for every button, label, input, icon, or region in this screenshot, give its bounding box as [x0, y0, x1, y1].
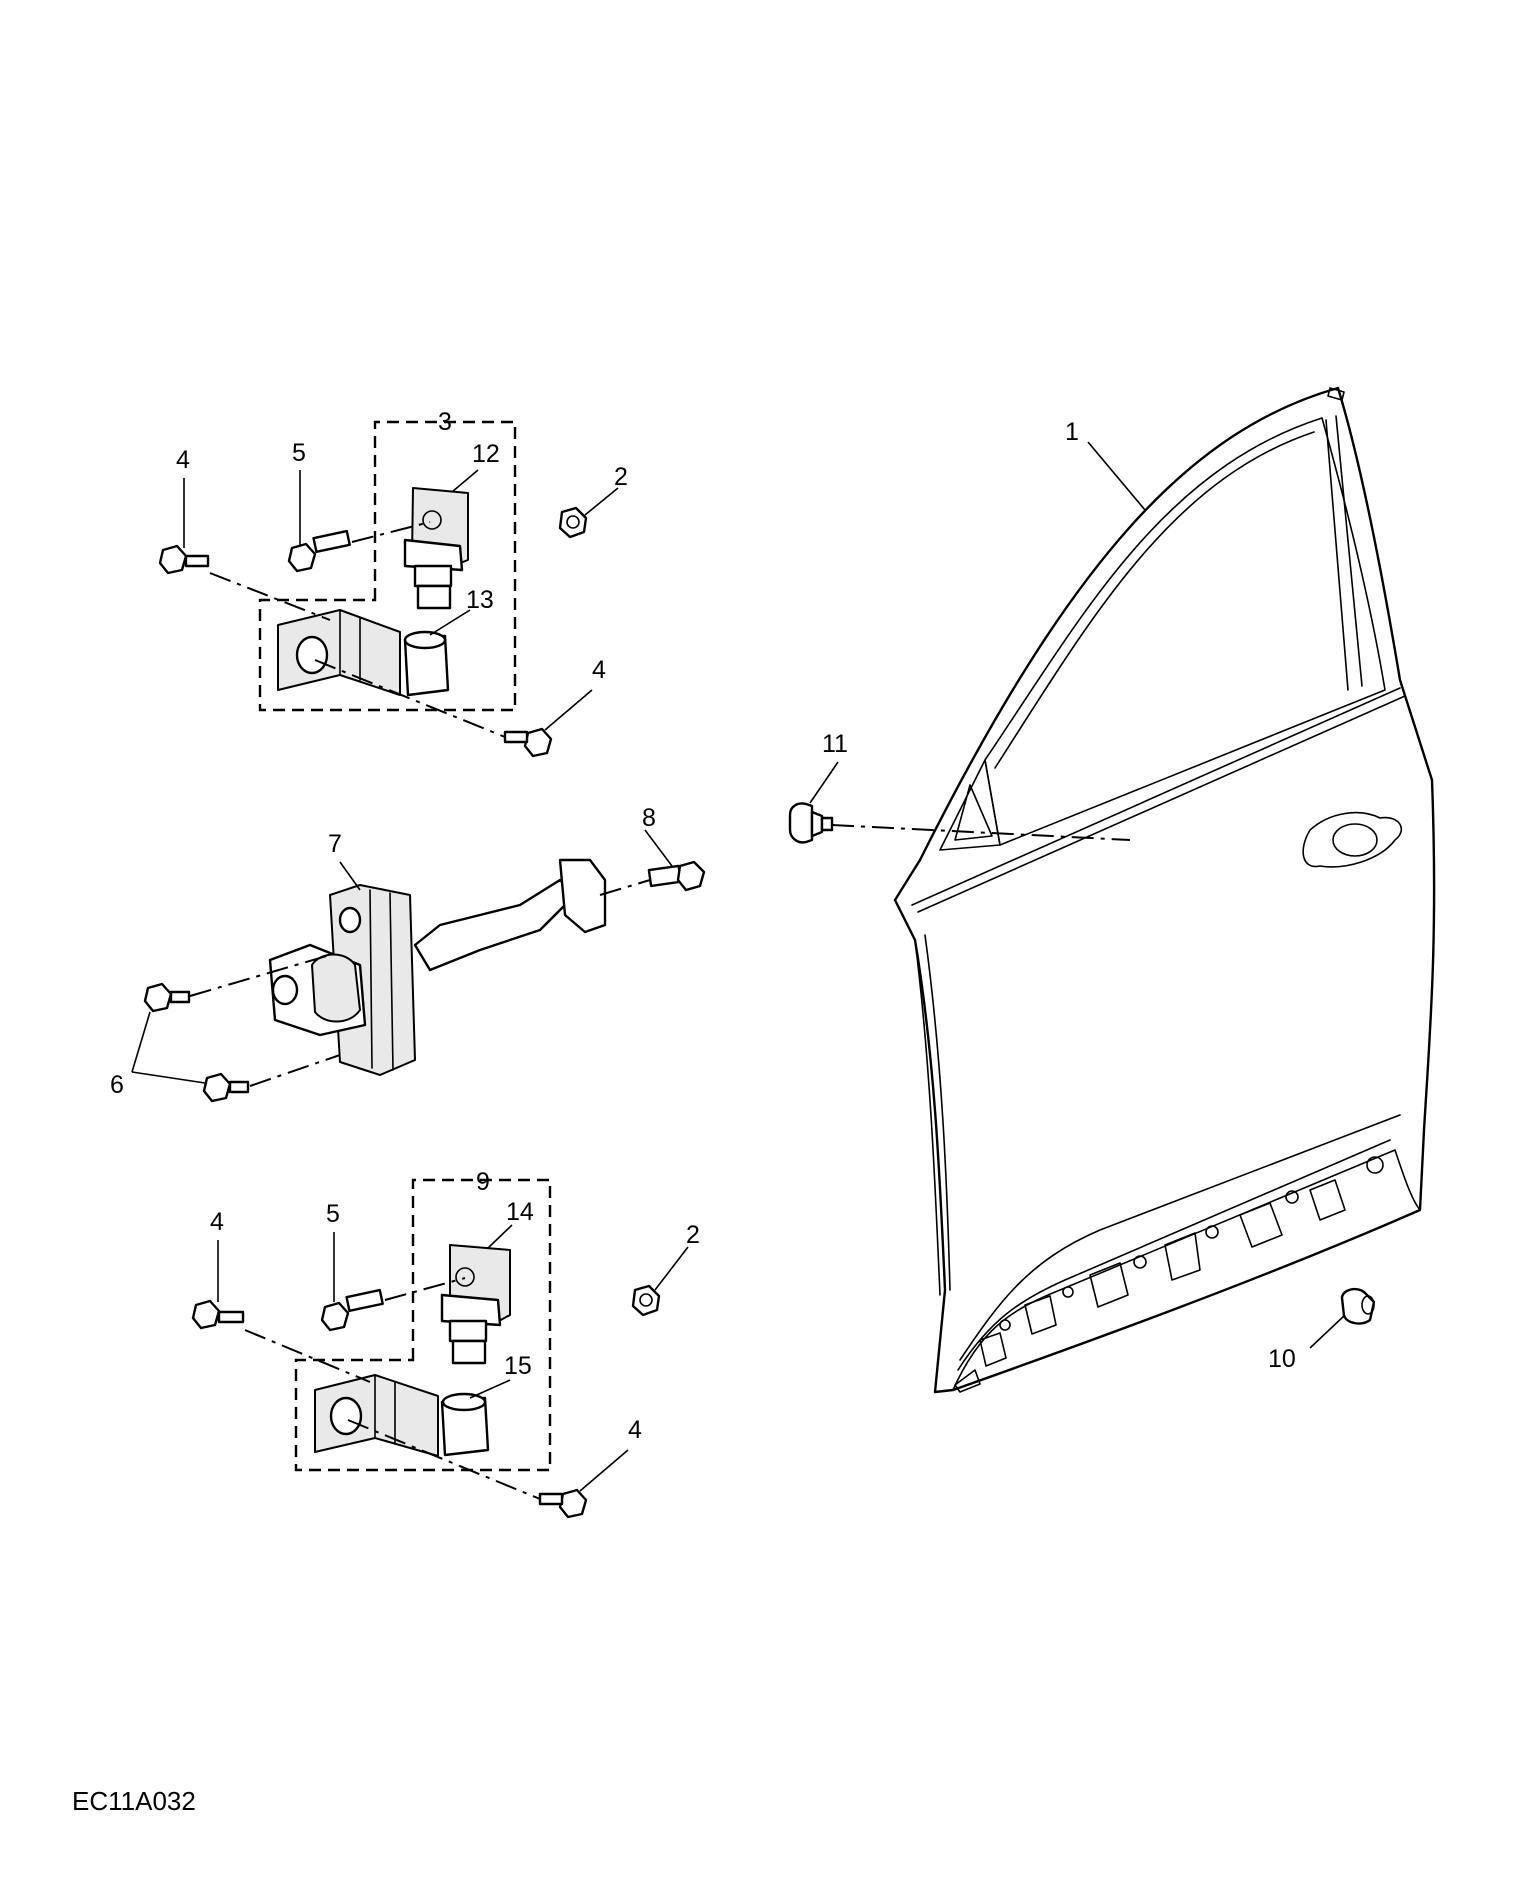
check-strap-bolt-line [599, 879, 651, 896]
upper-hinge-door-half[interactable] [403, 487, 469, 610]
upper-hinge-body-half[interactable] [277, 609, 450, 697]
callout-door-check-strap: 7 [328, 830, 342, 858]
bolt-upper-left[interactable] [158, 544, 210, 575]
check-strap-lower-bolt-line [249, 1054, 341, 1087]
bolt-upper-right[interactable] [503, 727, 553, 758]
callout-lower-hinge-assembly: 9 [476, 1168, 490, 1196]
lower-left-bolt-line [244, 1329, 371, 1383]
check-strap-bolt[interactable] [647, 860, 706, 892]
upper-left-bolt-line [209, 572, 331, 621]
callout-labels: 1 2 3 4 5 12 13 4 11 8 7 6 9 4 5 14 15 2… [110, 408, 1296, 1444]
lower-pin-bolt-line [384, 1277, 466, 1301]
lower-hinge-assembly-box [294, 1178, 552, 1472]
bolt-upper-hinge-pin[interactable] [287, 529, 351, 573]
callout-nut-upper: 2 [614, 463, 628, 491]
nut-upper[interactable] [558, 506, 588, 539]
door-bumper[interactable] [788, 802, 834, 844]
callout-upper-hinge-door-half: 12 [472, 440, 500, 468]
leader-lines [131, 441, 1346, 1492]
bolt-lower-right[interactable] [538, 1488, 588, 1519]
lower-hinge-door-half[interactable] [440, 1244, 511, 1365]
diagram-reference-code: EC11A032 [72, 1786, 196, 1816]
callout-bolt-lower-right: 4 [628, 1416, 642, 1444]
lower-right-bolt-line [347, 1419, 541, 1500]
callout-upper-hinge-body-half: 13 [466, 586, 494, 614]
check-strap-bolt-upper[interactable] [143, 982, 191, 1013]
nut-lower[interactable] [631, 1284, 661, 1317]
door-check-strap[interactable] [268, 858, 607, 1076]
callout-nut-lower: 2 [686, 1221, 700, 1249]
door-shell[interactable] [893, 386, 1436, 1394]
callout-bolt-upper-right: 4 [592, 656, 606, 684]
bolt-lower-hinge-pin[interactable] [320, 1288, 384, 1332]
callout-door-bumper: 11 [822, 730, 848, 758]
upper-pin-bolt-line [351, 521, 431, 543]
callout-bolt-upper-hinge-pin: 5 [292, 439, 306, 467]
callout-bolt-lower-hinge-pin: 5 [326, 1200, 340, 1228]
callout-drain-plug: 10 [1268, 1345, 1296, 1373]
callout-bolt-upper-left: 4 [176, 446, 190, 474]
upper-right-bolt-line [314, 659, 506, 738]
drain-plug[interactable] [1340, 1287, 1376, 1325]
lower-hinge-body-half[interactable] [314, 1374, 490, 1457]
callout-lower-hinge-body-half: 15 [504, 1352, 532, 1380]
callout-check-strap-bolt: 8 [642, 804, 656, 832]
callout-lower-hinge-door-half: 14 [506, 1198, 534, 1226]
bumper-alignment-line [831, 824, 1131, 841]
bolt-lower-left[interactable] [191, 1299, 245, 1330]
callout-door-shell: 1 [1065, 418, 1079, 446]
callout-upper-hinge-assembly: 3 [438, 408, 452, 436]
check-strap-upper-bolt-line [189, 954, 331, 997]
callout-bolt-lower-left: 4 [210, 1208, 224, 1236]
upper-hinge-assembly-box [258, 420, 517, 712]
callout-check-strap-bolts: 6 [110, 1071, 124, 1099]
check-strap-bolt-lower[interactable] [202, 1072, 250, 1103]
